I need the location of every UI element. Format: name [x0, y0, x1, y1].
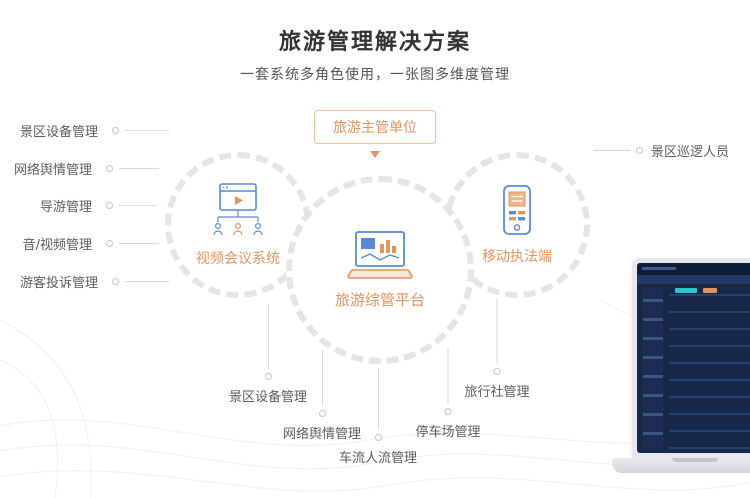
connector-line: [119, 168, 159, 169]
circle-label-mobile-enforcement: 移动执法端: [482, 248, 552, 265]
bottom-connector-opinion: 网络舆情管理: [283, 350, 361, 442]
connector-dot: [493, 368, 501, 375]
connector-line: [119, 243, 159, 244]
dashboard-accent-orange: [703, 288, 717, 293]
connector-dot: [112, 278, 119, 285]
left-connector-guide: 导游管理: [0, 196, 157, 215]
dashboard-accent-teal: [675, 288, 697, 293]
connector-line: [496, 298, 498, 364]
connector-dot: [444, 408, 452, 415]
connector-line: [594, 150, 630, 151]
right-connector-patrol: 景区巡逻人员: [594, 141, 729, 160]
laptop-chart-icon: [347, 231, 413, 279]
circle-label-platform: 旅游综管平台: [334, 291, 425, 309]
connector-line: [321, 350, 323, 406]
connector-dot: [264, 373, 272, 380]
bottom-label: 景区设备管理: [228, 390, 308, 405]
laptop-base: [612, 458, 750, 473]
left-label: 导游管理: [39, 200, 92, 215]
left-connector-av: 音/视频管理: [0, 234, 159, 253]
dashboard-topbar: [637, 263, 750, 275]
left-label: 音/视频管理: [22, 238, 92, 253]
connector-line: [125, 130, 169, 131]
connector-dot: [106, 240, 113, 247]
left-connector-complaint: 游客投诉管理: [6, 272, 169, 291]
connector-dot: [106, 202, 113, 209]
down-arrow-icon: [370, 151, 380, 158]
bottom-connector-equipment: 景区设备管理: [229, 305, 307, 405]
left-connector-opinion: 网络舆情管理: [0, 159, 159, 178]
left-label: 景区设备管理: [19, 125, 98, 140]
connector-line: [267, 305, 269, 369]
connector-line: [447, 348, 449, 404]
page-subtitle: 一套系统多角色使用，一张图多维度管理: [240, 67, 510, 83]
page-title: 旅游管理解决方案: [278, 30, 471, 55]
left-connector-equipment: 景区设备管理: [6, 121, 169, 140]
connector-line: [125, 281, 169, 282]
left-label: 网络舆情管理: [13, 163, 92, 178]
connector-dot: [318, 410, 326, 417]
dashboard-table: [669, 284, 750, 453]
authority-box: 旅游主管单位: [314, 110, 436, 144]
bottom-connector-flow: 车流人流管理: [339, 368, 417, 466]
connector-line: [377, 368, 379, 430]
bottom-label: 旅行社管理: [464, 385, 530, 400]
connector-dot: [112, 127, 119, 134]
connector-dot: [106, 165, 113, 172]
mobile-device-icon: [503, 184, 531, 235]
bottom-connector-parking: 停车场管理: [415, 348, 481, 440]
connector-line: [119, 205, 157, 206]
dashboard-subbar: [637, 275, 750, 284]
bottom-label: 停车场管理: [415, 425, 481, 440]
bottom-label: 网络舆情管理: [282, 427, 362, 442]
left-label: 游客投诉管理: [19, 276, 98, 291]
right-label: 景区巡逻人员: [651, 145, 730, 160]
bottom-label: 车流人流管理: [338, 451, 418, 466]
dashboard-preview: [637, 263, 750, 453]
connector-dot: [636, 147, 643, 154]
circle-label-video-conference: 视频会议系统: [196, 250, 280, 267]
circle-platform: 旅游综管平台: [286, 176, 474, 364]
dashboard-sidebar: [637, 284, 669, 453]
connector-dot: [374, 434, 382, 441]
laptop-screen: [632, 258, 750, 458]
video-conference-icon: [213, 182, 263, 235]
bottom-connector-agency: 旅行社管理: [464, 298, 530, 400]
